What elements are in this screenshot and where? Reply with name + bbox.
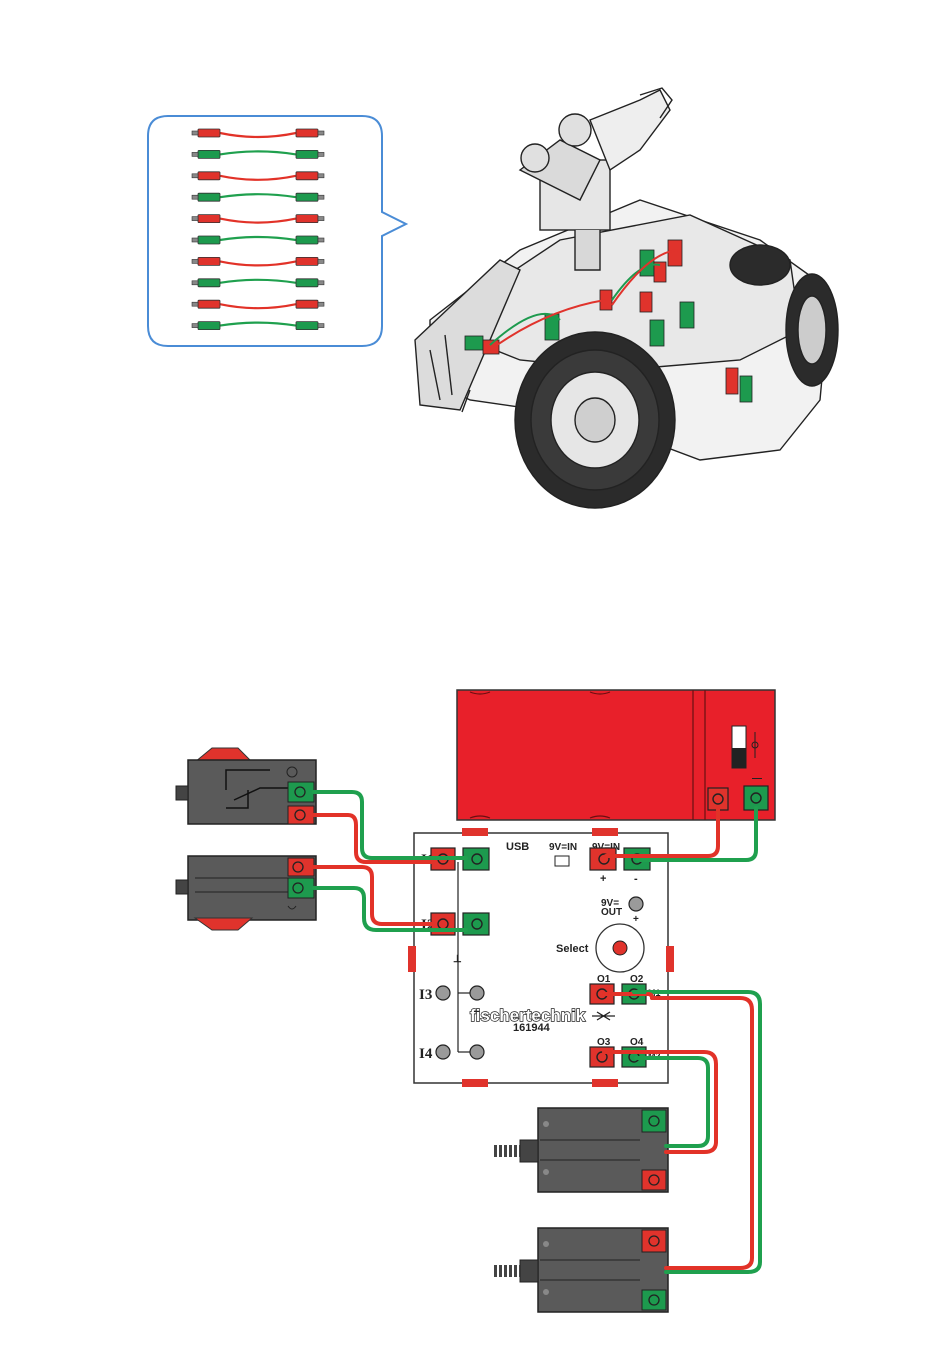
motor-left: [176, 856, 316, 930]
controller: USB 9V=IN 9V=IN + - 9V= OUT + Select I1 …: [408, 828, 674, 1087]
output-label-o1: O1: [597, 974, 611, 985]
output-label-o3: O3: [597, 1037, 611, 1048]
motor-m1: [494, 1108, 668, 1192]
usb-label: USB: [506, 841, 529, 853]
output-label-o2: O2: [630, 974, 644, 985]
push-button-switch: [176, 748, 316, 824]
out-plus-label: +: [633, 914, 639, 925]
svg-text:—: —: [752, 773, 762, 784]
input-i3-socket[interactable]: [436, 986, 450, 1000]
motor-m2: [494, 1228, 668, 1312]
cable-callout: [148, 116, 406, 346]
input-i4-ground-socket[interactable]: [470, 1045, 484, 1059]
robot-illustration: [415, 88, 838, 508]
out-label-2: OUT: [601, 907, 622, 918]
minus-label: -: [634, 873, 638, 885]
battery-pack: —: [457, 690, 775, 820]
ground-symbol-icon: ⊥: [453, 954, 462, 965]
input-label-i4: I4: [419, 1046, 433, 1062]
power-in-label-left: 9V=IN: [549, 842, 577, 853]
input-i3-ground-socket[interactable]: [470, 986, 484, 1000]
select-label: Select: [556, 943, 589, 955]
input-label-i3: I3: [419, 987, 432, 1003]
output-label-o4: O4: [630, 1037, 644, 1048]
power-in-plus-socket[interactable]: [590, 848, 616, 870]
out-socket[interactable]: [629, 897, 643, 911]
plus-label: +: [600, 873, 606, 885]
input-i4-socket[interactable]: [436, 1045, 450, 1059]
part-number: 161944: [513, 1022, 551, 1034]
